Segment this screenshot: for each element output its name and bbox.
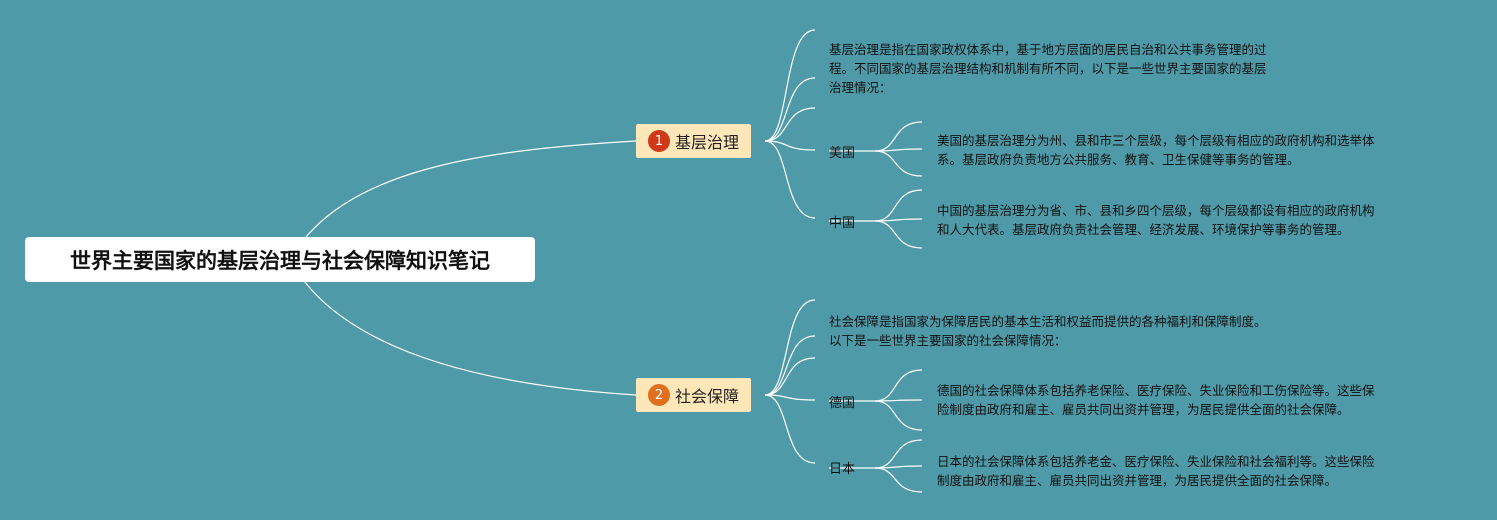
root-topic[interactable]: 世界主要国家的基层治理与社会保障知识笔记 bbox=[25, 237, 535, 282]
country-node-germany[interactable]: 德国 bbox=[829, 396, 856, 411]
branch-topic-social-security[interactable]: 2 社会保障 bbox=[636, 378, 752, 412]
branch-label: 社会保障 bbox=[675, 387, 740, 406]
branch-2-child-connector bbox=[764, 357, 816, 396]
detail-text-china[interactable]: 中国的基层治理分为省、市、县和乡四个层级，每个层级都设有相应的政府机构 和人大代… bbox=[937, 203, 1375, 237]
detail-text-usa[interactable]: 美国的基层治理分为州、县和市三个层级，每个层级有相应的政府机构和选举体 系。基层… bbox=[937, 133, 1375, 167]
intro-text-social-security[interactable]: 社会保障是指国家为保障居民的基本生活和权益而提供的各种福利和保障制度。 以下是一… bbox=[829, 314, 1267, 348]
country-to-detail-connector bbox=[874, 121, 923, 152]
root-to-branch-1-connector bbox=[289, 140, 637, 261]
country-to-detail-connector bbox=[874, 189, 923, 222]
intro-text-grassroots-governance[interactable]: 基层治理是指在国家政权体系中，基于地方层面的居民自治和公共事务管理的过 程。不同… bbox=[829, 42, 1267, 95]
country-node-japan[interactable]: 日本 bbox=[829, 462, 856, 477]
branch-2-child-connector bbox=[764, 394, 816, 464]
country-to-detail-connector bbox=[874, 439, 923, 469]
country-node-china[interactable]: 中国 bbox=[829, 216, 856, 231]
branch-1-child-connector bbox=[764, 77, 816, 142]
country-node-usa[interactable]: 美国 bbox=[829, 146, 856, 161]
country-to-detail-connector bbox=[874, 467, 923, 493]
detail-text-japan[interactable]: 日本的社会保障体系包括养老金、医疗保险、失业保险和社会福利等。这些保险 制度由政… bbox=[937, 454, 1375, 488]
root-to-branch-2-connector bbox=[289, 259, 637, 396]
branch-2-child-connector bbox=[764, 335, 816, 396]
branch-2-child-connector bbox=[764, 299, 816, 396]
number-1-badge-icon: 1 bbox=[648, 130, 670, 152]
country-to-detail-connector bbox=[874, 220, 923, 249]
detail-text-germany[interactable]: 德国的社会保障体系包括养老保险、医疗保险、失业保险和工伤保险等。这些保 险制度由… bbox=[937, 383, 1375, 417]
country-to-detail-connector bbox=[874, 369, 923, 402]
branch-1-child-connector bbox=[764, 29, 816, 142]
branch-label: 基层治理 bbox=[675, 133, 740, 152]
number-2-badge-icon: 2 bbox=[648, 384, 670, 406]
branch-1-child-connector bbox=[764, 140, 816, 219]
branch-topic-grassroots-governance[interactable]: 1 基层治理 bbox=[636, 124, 752, 158]
branch-1-child-connector bbox=[764, 140, 816, 151]
country-to-detail-connector bbox=[874, 400, 923, 431]
branch-1-child-connector bbox=[764, 107, 816, 142]
country-to-detail-connector bbox=[874, 150, 923, 177]
branch-2-child-connector bbox=[764, 394, 816, 401]
